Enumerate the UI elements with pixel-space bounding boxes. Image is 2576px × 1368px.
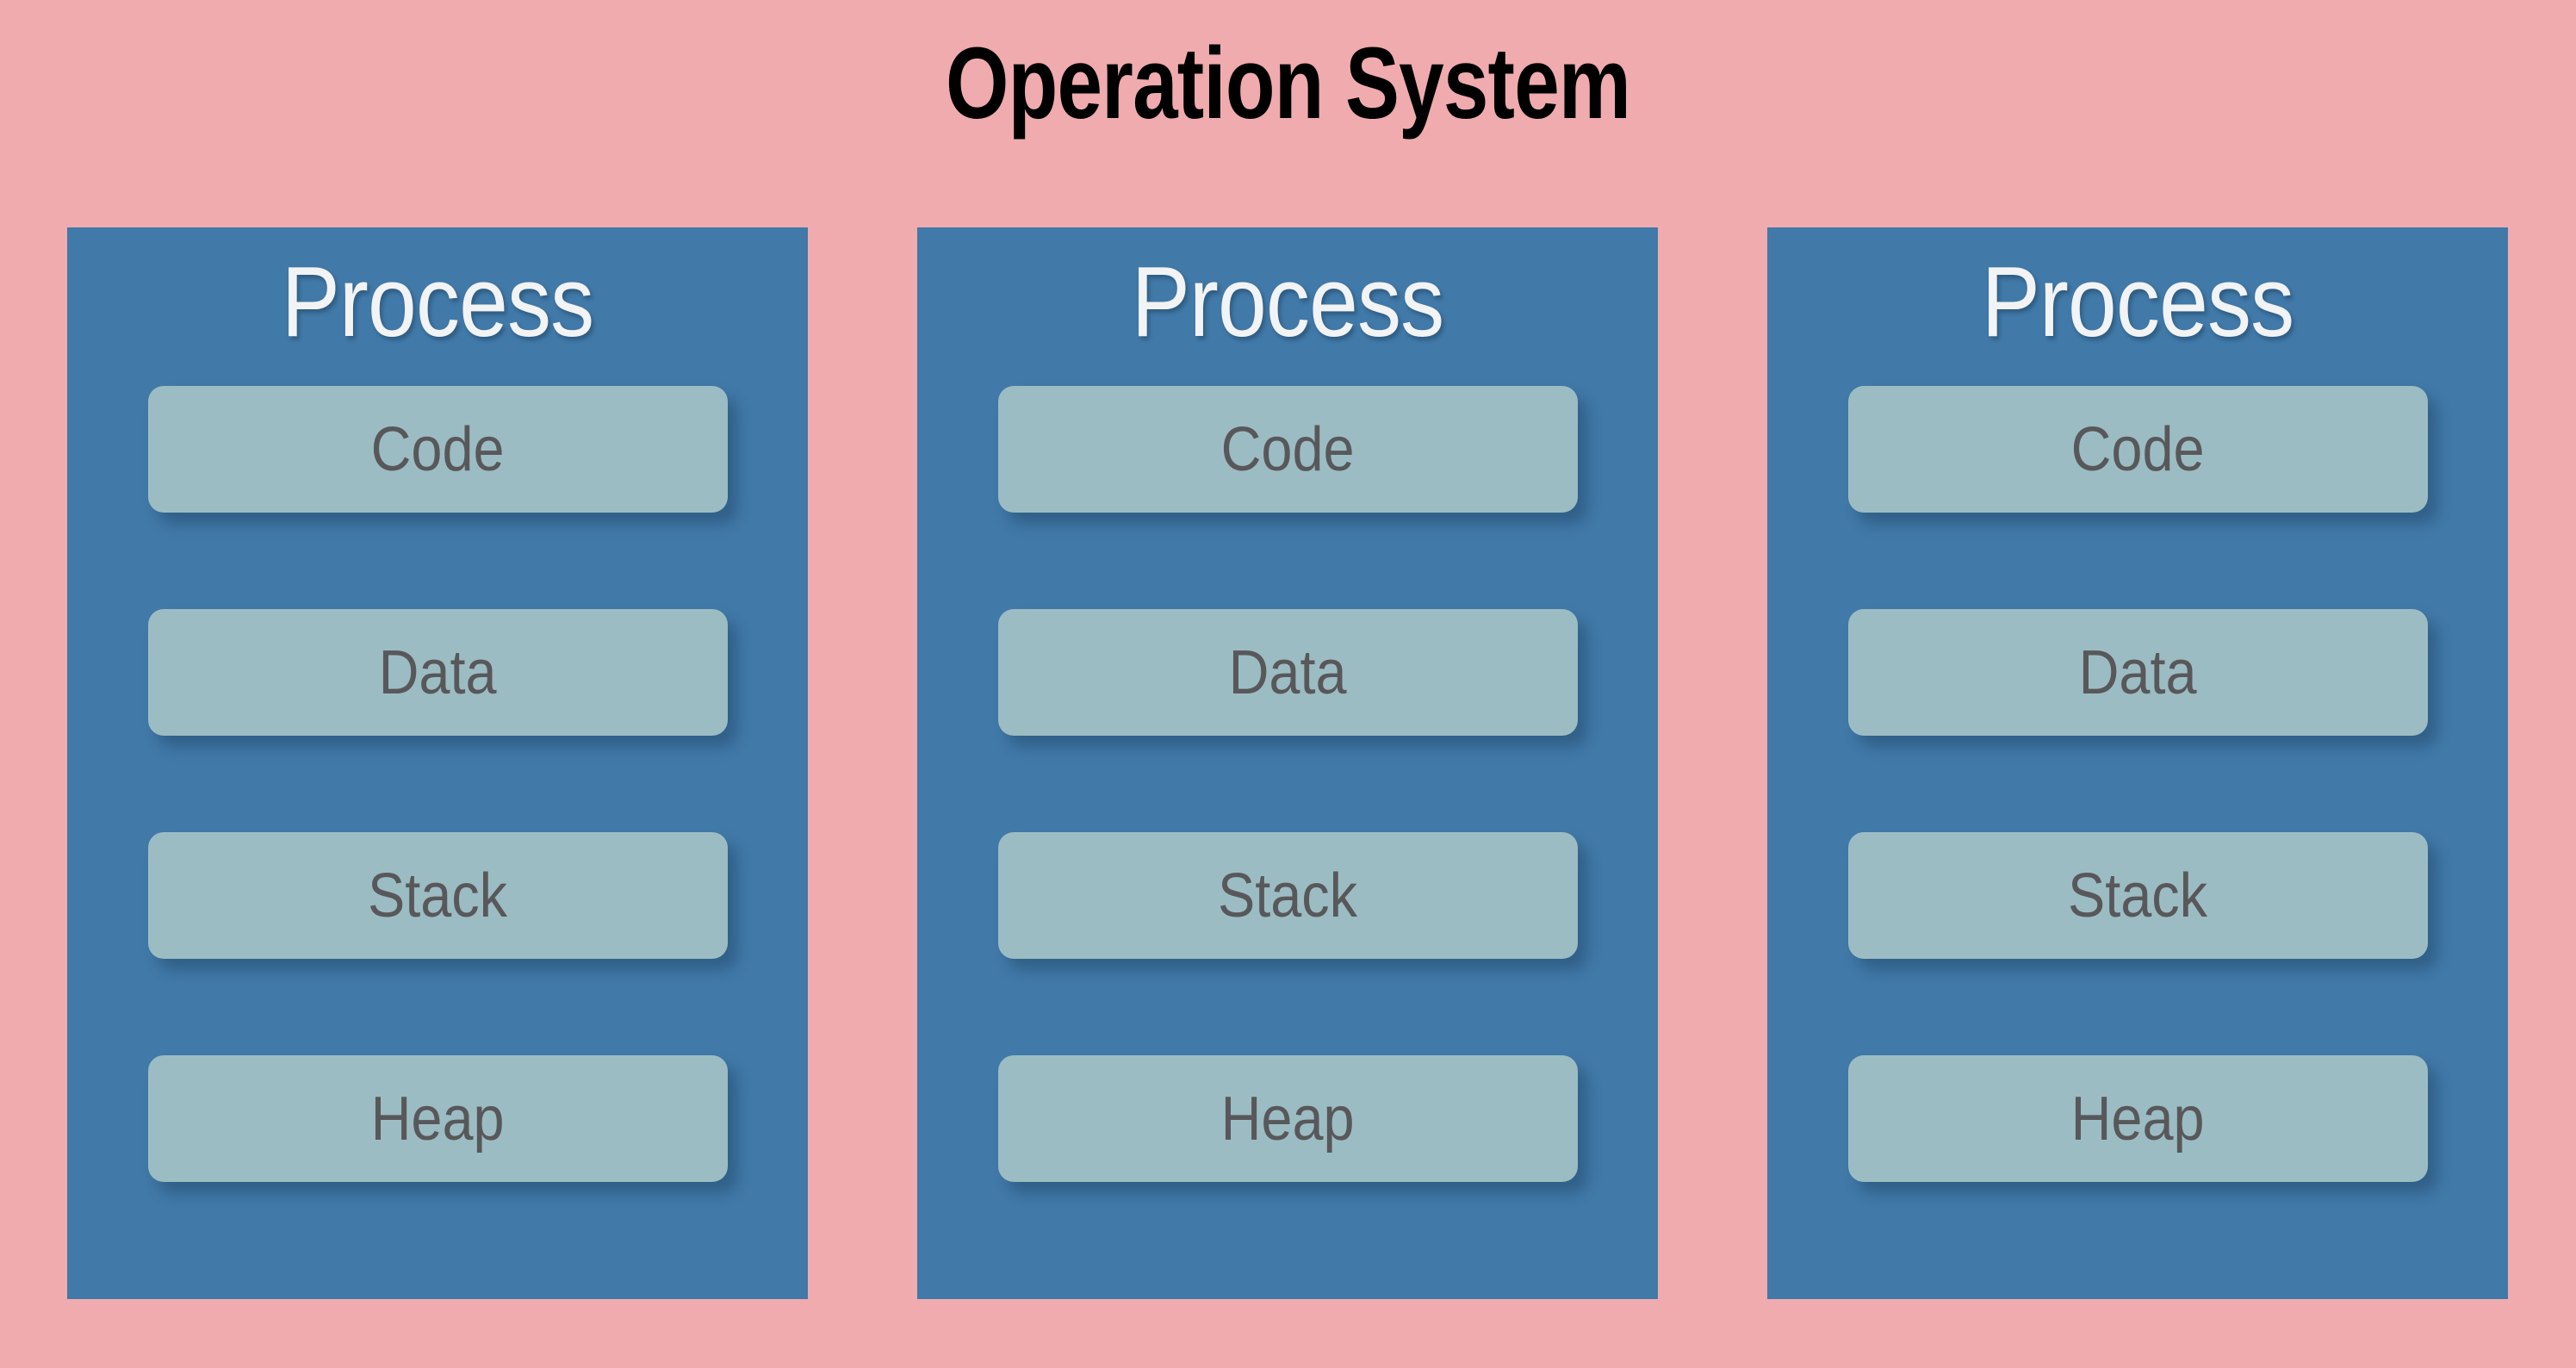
segment-label: Heap bbox=[1220, 1084, 1355, 1153]
process-block-1[interactable]: Process Code Data Stack Heap bbox=[67, 227, 808, 1299]
segment-label: Data bbox=[2078, 637, 2197, 707]
segment-list: Code Data Stack Heap bbox=[1767, 386, 2508, 1182]
segment-label: Stack bbox=[2067, 861, 2208, 930]
segment-label: Code bbox=[370, 414, 505, 484]
segment-box-data[interactable]: Data bbox=[147, 609, 728, 736]
segment-label: Data bbox=[378, 637, 497, 707]
page-title: Operation System bbox=[945, 27, 1631, 140]
segment-box-code[interactable]: Code bbox=[997, 386, 1578, 513]
segment-label: Stack bbox=[367, 861, 508, 930]
process-row: Process Code Data Stack Heap Process bbox=[67, 227, 2508, 1299]
segment-label: Heap bbox=[2070, 1084, 2205, 1153]
segment-label: Code bbox=[2070, 414, 2205, 484]
segment-label: Stack bbox=[1217, 861, 1358, 930]
segment-box-heap[interactable]: Heap bbox=[147, 1055, 728, 1182]
segment-box-stack[interactable]: Stack bbox=[1847, 832, 2428, 959]
segment-box-stack[interactable]: Stack bbox=[147, 832, 728, 959]
process-block-3[interactable]: Process Code Data Stack Heap bbox=[1767, 227, 2508, 1299]
segment-list: Code Data Stack Heap bbox=[67, 386, 808, 1182]
segment-label: Code bbox=[1220, 414, 1355, 484]
segment-box-code[interactable]: Code bbox=[147, 386, 728, 513]
segment-box-heap[interactable]: Heap bbox=[1847, 1055, 2428, 1182]
segment-box-stack[interactable]: Stack bbox=[997, 832, 1578, 959]
process-title: Process bbox=[281, 246, 594, 358]
process-title: Process bbox=[1131, 246, 1444, 358]
segment-list: Code Data Stack Heap bbox=[917, 386, 1658, 1182]
process-title: Process bbox=[1981, 246, 2294, 358]
segment-box-heap[interactable]: Heap bbox=[997, 1055, 1578, 1182]
segment-label: Data bbox=[1228, 637, 1347, 707]
segment-box-data[interactable]: Data bbox=[1847, 609, 2428, 736]
process-block-2[interactable]: Process Code Data Stack Heap bbox=[917, 227, 1658, 1299]
segment-box-data[interactable]: Data bbox=[997, 609, 1578, 736]
segment-label: Heap bbox=[370, 1084, 505, 1153]
segment-box-code[interactable]: Code bbox=[1847, 386, 2428, 513]
